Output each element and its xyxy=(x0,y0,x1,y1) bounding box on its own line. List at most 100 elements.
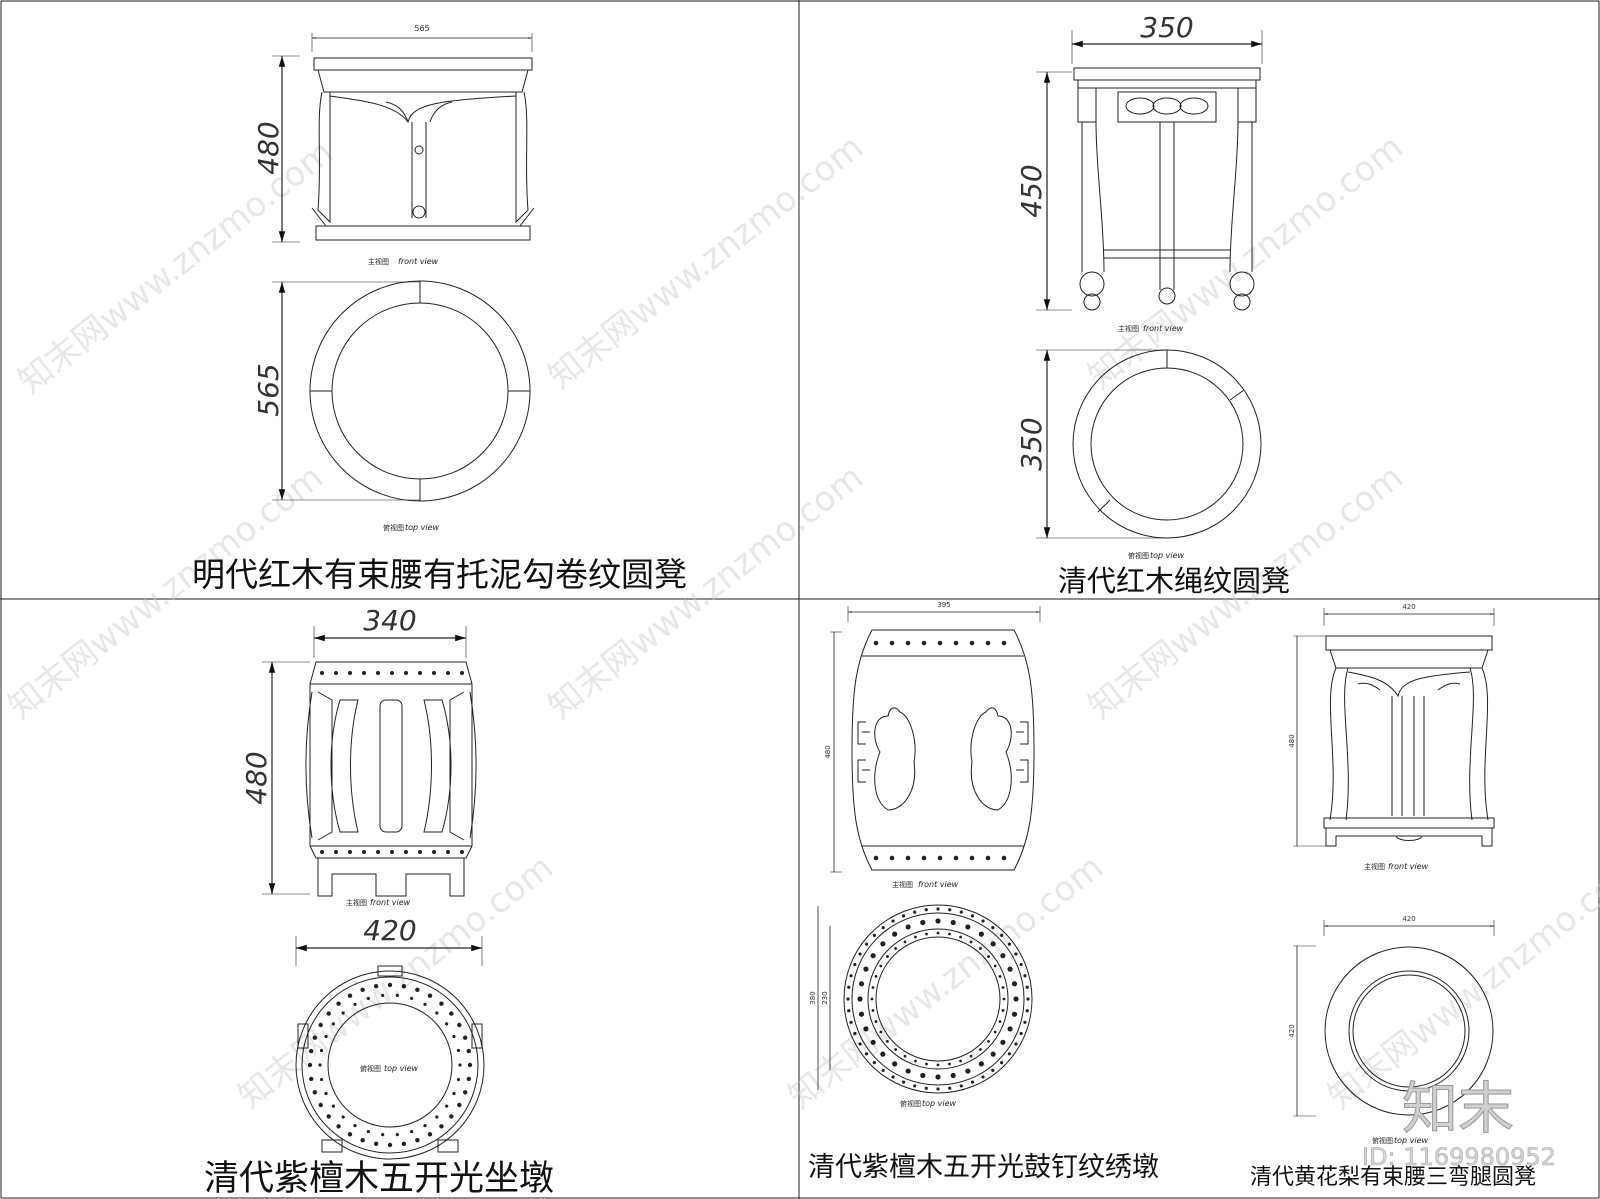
drum-nail-dot xyxy=(873,640,879,646)
drum-nail-dot xyxy=(467,1062,473,1068)
drum-nail-dot xyxy=(341,1115,345,1119)
drum-nail-dot xyxy=(948,908,952,912)
top-view-drawing xyxy=(309,280,531,502)
drum-nail-dot xyxy=(948,932,951,936)
drum-nail-dot xyxy=(387,982,393,988)
drum-nail-dot xyxy=(373,1141,379,1146)
drum-nail-dot xyxy=(1007,1052,1012,1056)
drum-nail-dot xyxy=(353,1124,357,1128)
drum-nail-dot xyxy=(309,1076,314,1082)
top-view-drawing xyxy=(1072,349,1262,539)
drum-nail-dot xyxy=(401,1141,407,1146)
drum-nail-dot xyxy=(959,1059,962,1063)
drum-nail-dot xyxy=(435,1011,439,1015)
logo-text: 知末 xyxy=(1402,1077,1514,1142)
drum-nail-dot xyxy=(456,1048,461,1053)
drum-nail-dot xyxy=(439,1001,444,1006)
drum-nail-dot xyxy=(950,1072,956,1079)
drum-nail-dot xyxy=(905,1068,911,1074)
top-caption-cn: 俯视图 xyxy=(1372,1136,1393,1145)
top-view-drawing xyxy=(295,965,485,1160)
drum-nail-dot xyxy=(872,933,876,937)
drum-nail-dot xyxy=(881,925,885,930)
drum-nail-dot xyxy=(309,1048,314,1054)
drum-nail-dot xyxy=(847,1009,851,1013)
drum-nail-dot xyxy=(449,1114,454,1119)
top-size-label: 565 xyxy=(252,363,285,416)
drum-nail-dot xyxy=(894,1048,897,1051)
front-view-drawing xyxy=(311,57,535,241)
front-width-label: 395 xyxy=(937,601,950,609)
front-caption-en: front view xyxy=(398,257,439,266)
drum-nail-dot xyxy=(324,1091,328,1096)
front-height-label: 450 xyxy=(1015,164,1048,217)
drum-nail-dot xyxy=(991,1068,995,1073)
drum-nail-dot xyxy=(1000,1039,1006,1045)
drum-nail-dot xyxy=(439,1124,444,1129)
drum-nail-dot xyxy=(457,1022,462,1028)
drum-nail-dot xyxy=(432,850,436,854)
drum-nail-dot xyxy=(462,1035,468,1040)
panel-qing-huanghuali-stool: 420 480 主视图 front view 420 420 xyxy=(1250,603,1536,1190)
drum-nail-dot xyxy=(978,1061,984,1067)
drum-nail-dot xyxy=(347,1132,353,1137)
drum-nail-dot xyxy=(460,850,464,854)
front-caption-cn: 主视图 xyxy=(892,880,913,889)
front-height-label: 480 xyxy=(824,745,832,758)
front-view-drawing xyxy=(1073,67,1261,311)
drum-nail-dot xyxy=(319,1048,324,1053)
top-size-inner-label: 230 xyxy=(821,991,829,1004)
drum-nail-dot xyxy=(418,850,422,854)
drum-nail-dot xyxy=(1014,1042,1018,1046)
drum-nail-dot xyxy=(937,855,943,861)
top-view-drawing xyxy=(1324,946,1494,1116)
drum-nail-dot xyxy=(1001,640,1007,646)
drum-nail-dot xyxy=(979,1048,982,1051)
drum-nail-dot xyxy=(965,924,971,930)
panel-title: 清代黄花梨有束腰三弯腿圆凳 xyxy=(1250,1165,1536,1190)
drum-nail-dot xyxy=(864,1052,869,1056)
drum-nail-dot xyxy=(847,985,851,989)
drum-nail-dot xyxy=(863,966,869,972)
top-caption-cn: 俯视图 xyxy=(900,1099,921,1108)
drum-nail-dot xyxy=(921,640,927,646)
drum-nail-dot xyxy=(879,964,883,968)
drum-nail-dot xyxy=(970,914,975,918)
drum-nail-dot xyxy=(336,1124,341,1129)
drum-nail-dot xyxy=(993,1030,997,1034)
front-height-label: 480 xyxy=(252,121,285,174)
drum-nail-dot xyxy=(901,914,906,918)
drum-nail-dot xyxy=(969,640,975,646)
drum-nail-dot xyxy=(1001,1009,1005,1012)
drum-nail-dot xyxy=(1007,1026,1013,1032)
drum-nail-dot xyxy=(466,1076,471,1082)
drum-nail-dot xyxy=(319,1077,324,1082)
drum-nail-dot xyxy=(1011,1011,1018,1017)
drum-nail-ring xyxy=(846,907,1030,1091)
drum-nail-dot xyxy=(879,1030,883,1034)
drum-nail-dot xyxy=(921,855,927,861)
front-caption-cn: 主视图 xyxy=(1364,862,1385,871)
drum-nail-dot xyxy=(886,955,889,958)
drum-nail-dot xyxy=(948,1086,952,1090)
drum-nail-dot xyxy=(987,1040,990,1043)
drum-nail-dot xyxy=(858,1011,865,1017)
drum-nail-dot xyxy=(853,962,857,967)
drum-nail-dot xyxy=(347,993,353,998)
front-caption-cn: 主视图 xyxy=(368,257,389,266)
drum-nail-dot xyxy=(858,952,862,956)
drum-nail-dot xyxy=(366,996,370,1001)
drum-nail-dot xyxy=(348,671,352,675)
drum-nail-dot xyxy=(959,910,963,914)
drum-nail-dot xyxy=(1007,942,1012,946)
top-caption-cn: 俯视图 xyxy=(1128,551,1149,560)
drum-nail-dot xyxy=(990,1051,996,1057)
panel-qing-rope-stool: 350 450 主视图 front view 350 xyxy=(1015,11,1290,598)
drum-nail-dot xyxy=(445,1104,449,1108)
drum-nail-dot xyxy=(435,1115,439,1119)
drum-nail-dot xyxy=(970,1080,975,1084)
drum-nail-dot xyxy=(969,940,973,944)
drum-nail-dot xyxy=(920,1072,926,1079)
drum-nail-dot xyxy=(1019,962,1023,967)
